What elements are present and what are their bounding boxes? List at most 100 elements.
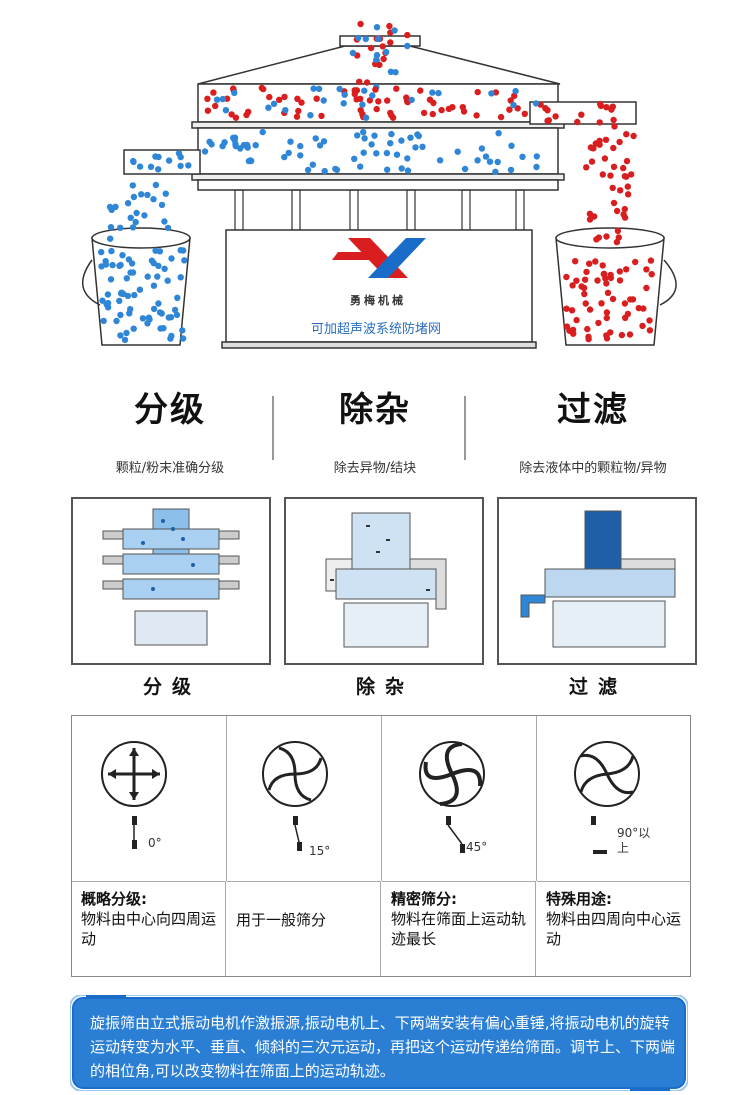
particle-dot [508,142,515,149]
particle-dot [495,130,502,137]
particle-dot [435,89,442,97]
particle-dot [136,163,144,170]
particle-dot [161,218,168,225]
particle-dot [362,114,370,121]
function-subtitle: 除去异物/结块 [333,461,417,476]
filtering-diagram-icon [520,510,676,648]
particle-dots [98,20,655,344]
particle-dot [646,327,654,334]
particle-dot [617,187,624,194]
particle-dot [168,255,175,262]
particle-dot [404,155,411,162]
motion-cell: 45° [382,716,537,881]
cross-arrows-icon [101,741,167,849]
particle-dot [414,131,421,138]
particle-dot [321,167,328,175]
particle-dot [150,305,158,313]
particle-dot [165,157,173,164]
particle-dot [258,84,265,92]
particle-dot [569,282,576,289]
particle-dot [247,157,254,164]
particle-dot [607,329,614,336]
particle-dot [592,258,599,265]
particle-dot [616,138,623,146]
particle-dot [316,142,324,149]
panel-grading [71,497,271,665]
particle-dot [230,134,237,141]
particle-dot [474,88,481,96]
particle-dot [312,135,319,142]
particle-dot [602,136,610,143]
particle-dot [285,149,292,157]
particle-dot [361,135,368,142]
particle-dot [361,87,368,94]
particle-dot [602,275,609,282]
motion-cell: 90°以上 [537,716,691,881]
particle-dot [117,311,124,319]
particle-dot [185,162,192,169]
particle-dot [228,111,235,118]
motion-desc: 用于一般筛分 [227,881,381,976]
particle-dot [384,166,391,173]
particle-dot [648,271,655,278]
particle-dot [210,89,217,96]
particle-dot [132,218,139,226]
particle-dot [507,166,515,174]
particle-dot [175,150,183,157]
particle-dot [624,183,631,190]
particle-dot [609,103,616,110]
particle-dot [357,20,364,28]
particle-dot [204,95,211,103]
particle-dot [627,296,634,303]
particle-dot [532,100,540,107]
particle-dot [340,100,347,107]
particle-dot [454,148,461,155]
particle-dot [349,49,357,57]
particle-dot [626,331,634,338]
particle-dot [640,305,647,312]
particle-dot [123,275,130,282]
particle-dot [174,294,181,301]
particle-dot [116,297,123,305]
particle-dot [383,149,391,157]
particle-dot [506,106,513,113]
particle-dot [144,191,151,199]
particle-dot [341,91,348,98]
particle-dot [117,332,124,339]
motion-desc: 特殊用途: 物料由四周向中心运动 [537,881,691,976]
particle-dot [492,168,499,175]
particle-dot [356,78,363,86]
particle-dot [221,139,228,146]
particle-dot [616,277,624,284]
particle-dot [307,112,314,119]
motion-desc-text: 用于一般筛分 [236,911,327,929]
particle-dot [603,104,610,111]
particle-dot [581,276,589,283]
particle-dot [304,166,312,174]
particle-dot [618,331,626,339]
particle-dot [372,86,379,93]
particle-dot [609,295,617,303]
particle-dot [309,161,316,168]
particle-dot [355,34,362,42]
particle-dot [162,190,169,197]
particle-dot [622,314,629,321]
particle-dot [607,271,614,279]
particle-dot [150,196,157,203]
particle-dot [123,329,130,337]
particle-dot [99,297,106,304]
particle-dot [206,138,213,145]
inward-arrows-icon [574,741,640,854]
particle-dot [117,261,124,269]
brand-logo: 勇梅机械 [318,232,438,312]
particle-dot [563,305,570,312]
function-title: 分级 [134,390,206,430]
swirl-arrows-icon [262,741,328,851]
particle-dot [574,118,581,126]
particle-dot [521,110,528,118]
function-subtitle: 除去液体中的颗粒物/异物 [519,461,667,476]
particle-dot [130,325,137,332]
particle-dot [373,105,380,113]
motion-desc-text: 物料由四周向中心运动 [546,910,682,948]
particle-dot [147,163,155,170]
